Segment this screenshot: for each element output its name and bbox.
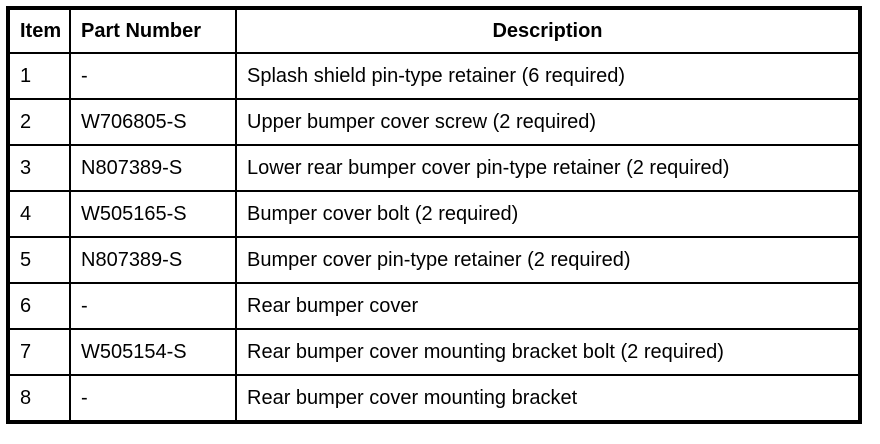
description-cell: Lower rear bumper cover pin-type retaine… xyxy=(235,144,861,192)
item-cell: 3 xyxy=(7,144,71,192)
item-cell: 2 xyxy=(7,98,71,146)
header-description: Description xyxy=(235,7,861,54)
item-cell: 6 xyxy=(7,282,71,330)
table-row: 6-Rear bumper cover xyxy=(7,282,861,330)
description-cell: Rear bumper cover mounting bracket bolt … xyxy=(235,328,861,376)
item-cell: 8 xyxy=(7,374,71,423)
description-cell: Upper bumper cover screw (2 required) xyxy=(235,98,861,146)
part-number-cell: W505154-S xyxy=(69,328,237,376)
parts-table: Item Part Number Description 1-Splash sh… xyxy=(6,6,862,424)
header-item: Item xyxy=(7,7,71,54)
header-part-number: Part Number xyxy=(69,7,237,54)
parts-table-body: 1-Splash shield pin-type retainer (6 req… xyxy=(7,52,861,423)
table-row: 1-Splash shield pin-type retainer (6 req… xyxy=(7,52,861,100)
part-number-cell: N807389-S xyxy=(69,144,237,192)
part-number-cell: - xyxy=(69,52,237,100)
description-cell: Splash shield pin-type retainer (6 requi… xyxy=(235,52,861,100)
parts-table-container: Item Part Number Description 1-Splash sh… xyxy=(6,6,862,424)
item-cell: 7 xyxy=(7,328,71,376)
table-row: 8-Rear bumper cover mounting bracket xyxy=(7,374,861,423)
part-number-cell: N807389-S xyxy=(69,236,237,284)
part-number-cell: W505165-S xyxy=(69,190,237,238)
description-cell: Bumper cover pin-type retainer (2 requir… xyxy=(235,236,861,284)
part-number-cell: W706805-S xyxy=(69,98,237,146)
item-cell: 5 xyxy=(7,236,71,284)
item-cell: 1 xyxy=(7,52,71,100)
description-cell: Rear bumper cover xyxy=(235,282,861,330)
description-cell: Bumper cover bolt (2 required) xyxy=(235,190,861,238)
item-cell: 4 xyxy=(7,190,71,238)
part-number-cell: - xyxy=(69,374,237,423)
part-number-cell: - xyxy=(69,282,237,330)
header-row: Item Part Number Description xyxy=(7,7,861,54)
description-cell: Rear bumper cover mounting bracket xyxy=(235,374,861,423)
